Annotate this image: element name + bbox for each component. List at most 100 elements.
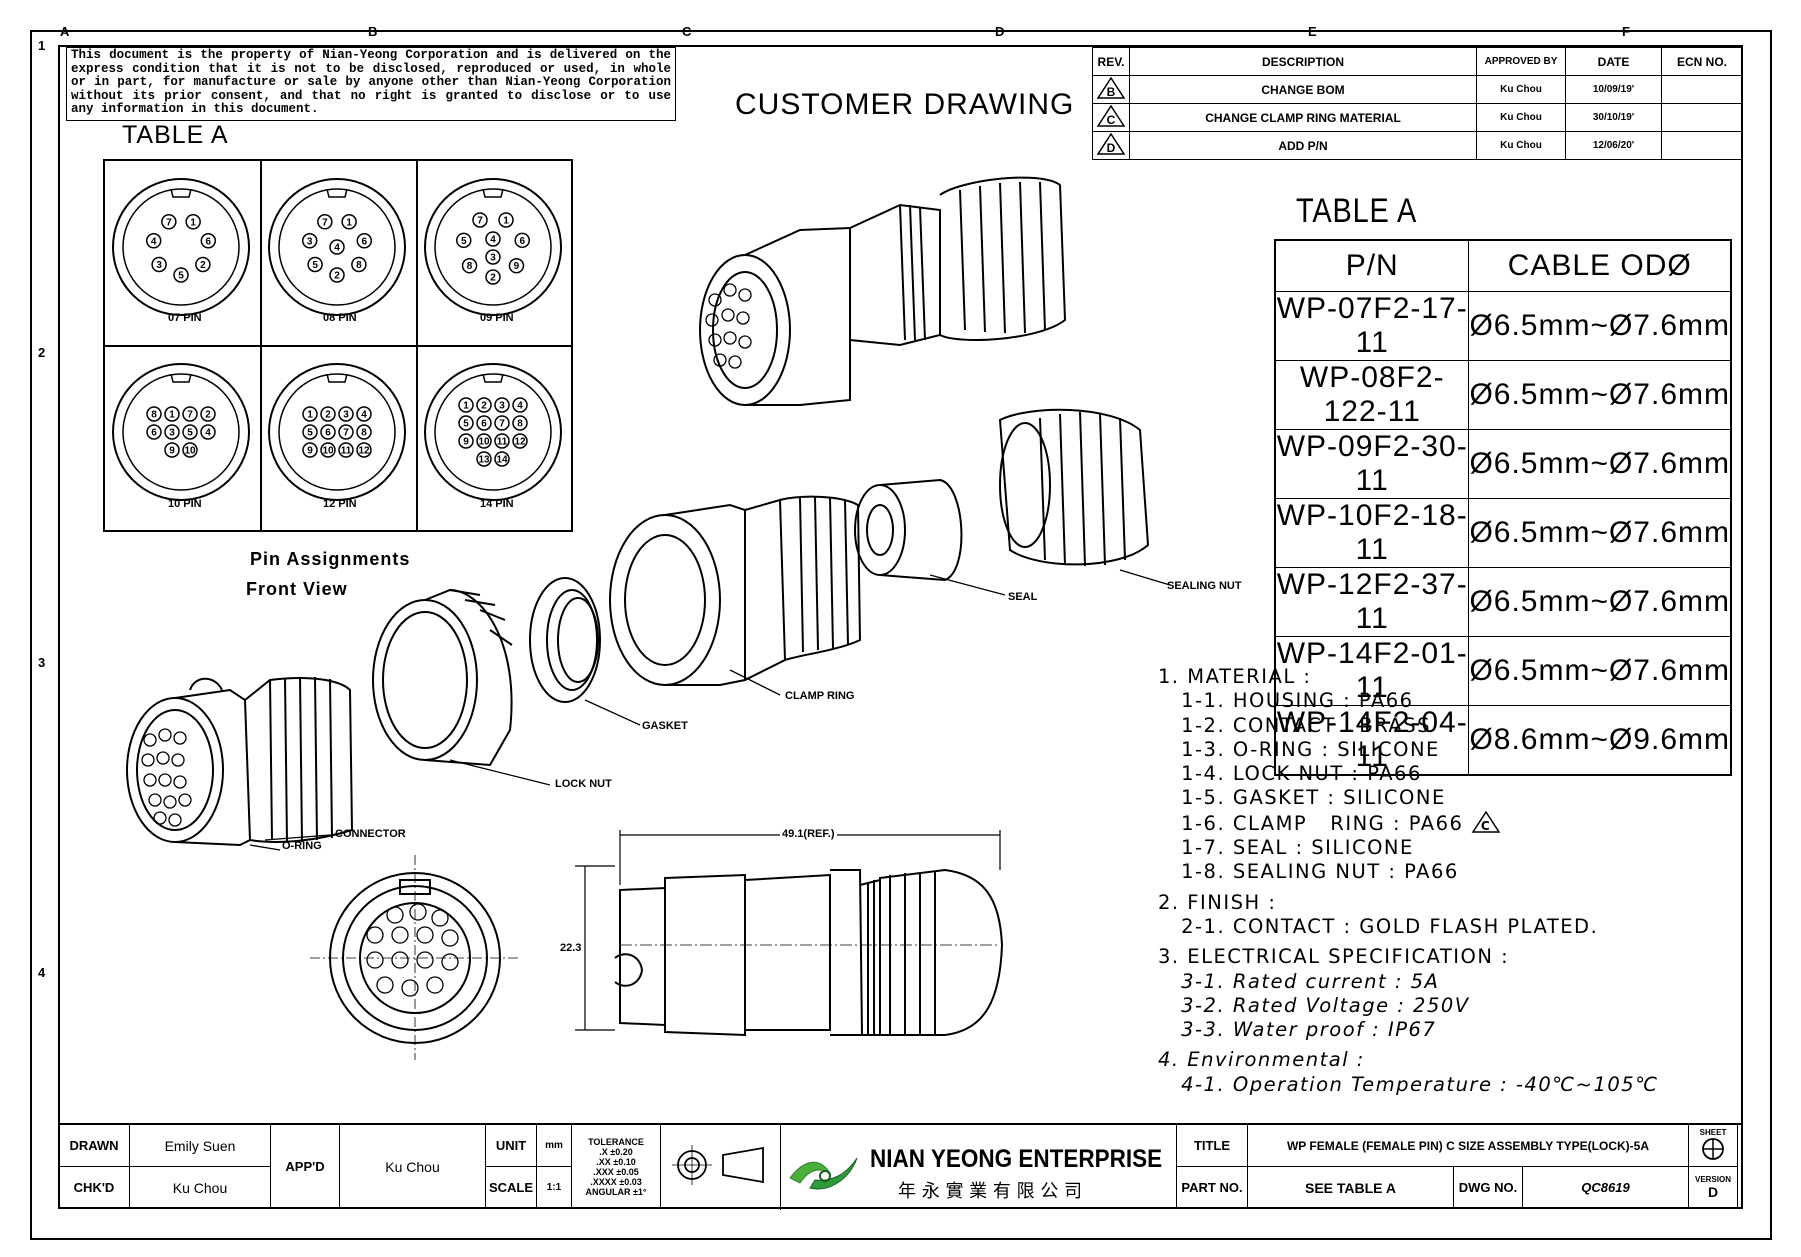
- pin-number: 9: [307, 446, 313, 457]
- pin-number: 1: [463, 401, 469, 412]
- pin-circle: [498, 212, 514, 228]
- pin-circle: [164, 424, 180, 440]
- company-name-en: NIAN YEONG ENTERPRISE: [870, 1145, 1163, 1173]
- rev-header-description: DESCRIPTION: [1129, 47, 1477, 76]
- pin-number: 4: [205, 428, 211, 439]
- note-line: 2-1. CONTACT : GOLD FLASH PLATED.: [1158, 914, 1599, 938]
- pin-label-07: 07 PIN: [168, 312, 202, 324]
- note-line: 4-1. Operation Temperature : -40℃~105℃: [1158, 1072, 1659, 1096]
- pin-number: 1: [503, 215, 509, 226]
- pin-number: 13: [478, 455, 490, 466]
- pin-circle: [356, 442, 372, 458]
- pin-circle: [338, 406, 354, 422]
- pin-number: 9: [169, 446, 175, 457]
- label-lock-nut: LOCK NUT: [555, 778, 612, 790]
- pin-face-outer: [112, 178, 250, 316]
- pin-number: 2: [200, 260, 206, 271]
- pin-number: 4: [151, 236, 157, 247]
- pin-circle: [356, 406, 372, 422]
- pin-number: 7: [187, 410, 193, 421]
- title-block-left: DRAWN Emily Suen APP'D Ku Chou UNIT mm T…: [58, 1124, 661, 1209]
- table-a-od: Ø6.5mm~Ø7.6mm: [1468, 360, 1732, 430]
- rev-letter: B: [1107, 85, 1116, 99]
- note-line: 3-2. Rated Voltage : 250V: [1158, 993, 1470, 1017]
- dwgno-value: QC8619: [1522, 1166, 1689, 1209]
- pin-circle: [338, 424, 354, 440]
- assembled-pins: [705, 283, 752, 369]
- pin-number: 5: [307, 428, 313, 439]
- label-seal: SEAL: [1008, 591, 1038, 603]
- pin-label-12: 12 PIN: [323, 498, 357, 510]
- pin-number: 7: [322, 217, 328, 228]
- version-label: VERSION: [1694, 1175, 1731, 1184]
- pin-circle: [146, 424, 162, 440]
- pin-circle: [461, 257, 478, 274]
- pin-face-key: [482, 188, 504, 198]
- label-sealing-nut: SEALING NUT: [1167, 580, 1242, 592]
- rev-d-description: ADD P/N: [1129, 131, 1477, 160]
- pin-number: 6: [362, 236, 368, 247]
- pin-number: 6: [325, 428, 331, 439]
- rev-triangle-icon: C: [1096, 104, 1126, 127]
- pin-circle: [485, 269, 501, 285]
- pin-number: 1: [346, 217, 352, 228]
- note-line: 1-7. SEAL : SILICONE: [1158, 836, 1414, 860]
- rev-triangle-icon: D: [1096, 132, 1126, 155]
- pin-number: 1: [190, 217, 196, 228]
- zone-f: F: [1622, 24, 1630, 39]
- pin-caption-1: Pin Assignments: [250, 549, 411, 569]
- pin-number: 2: [481, 401, 487, 412]
- pin-circle: [356, 233, 373, 249]
- front-view-drawing: [310, 855, 520, 1060]
- zone-e: E: [1308, 24, 1317, 39]
- pin-number: 10: [478, 437, 490, 448]
- dwgno-label: DWG NO.: [1453, 1166, 1523, 1209]
- pin-circle: [301, 233, 318, 249]
- pin-circle: [302, 424, 318, 440]
- lock-nut-drawing: [372, 588, 513, 767]
- table-a-od: Ø8.6mm~Ø9.6mm: [1468, 705, 1732, 776]
- rev-header-date: DATE: [1565, 47, 1662, 76]
- pin-circle: [476, 415, 492, 431]
- rev-b-approved: Ku Chou: [1476, 75, 1566, 104]
- table-a-od: Ø6.5mm~Ø7.6mm: [1468, 636, 1732, 706]
- rev-triangle-icon: B: [1096, 76, 1126, 99]
- pin-circle: [161, 214, 177, 230]
- pin-circle: [320, 406, 336, 422]
- tolerance-cell: TOLERANCE .X ±0.20 .XX ±0.10 .XXX ±0.05 …: [571, 1124, 661, 1209]
- pin-number: 5: [463, 419, 469, 430]
- pin-face-outer: [268, 178, 406, 316]
- pin-circle: [182, 406, 198, 422]
- pin-circle: [320, 442, 336, 458]
- zone-c: C: [682, 24, 692, 39]
- pin-circle: [458, 433, 474, 449]
- pin-number: 4: [361, 410, 367, 421]
- table-a-pn: WP-08F2-122-11: [1274, 360, 1470, 430]
- pin-circle: [514, 232, 530, 249]
- pin-label-10: 10 PIN: [168, 498, 202, 510]
- disclaimer-box: This document is the property of Nian-Ye…: [66, 47, 676, 121]
- pin-face-key: [170, 373, 192, 383]
- pin-number: 1: [307, 410, 313, 421]
- rev-header-approved: APPROVED BY: [1476, 47, 1566, 76]
- pin-circle: [341, 214, 357, 230]
- pin-number: 5: [178, 271, 184, 282]
- pin-circle: [302, 442, 318, 458]
- pin-face-inner: [278, 188, 396, 306]
- table-a-od: Ø6.5mm~Ø7.6mm: [1468, 498, 1732, 568]
- pin-number: 5: [187, 428, 193, 439]
- zone-3: 3: [38, 655, 46, 670]
- pin-circle: [329, 239, 345, 255]
- pin-number: 12: [358, 446, 370, 457]
- company-block: [780, 1124, 1177, 1210]
- rev-header-ecn: ECN NO.: [1661, 47, 1743, 76]
- rev-triangle-icon: C: [1471, 810, 1501, 833]
- tolerance-row: .XX ±0.10: [596, 1156, 636, 1167]
- pin-face-outer: [112, 363, 250, 501]
- tolerance-row: .X ±0.20: [599, 1146, 633, 1157]
- dimension-height: 22.3: [560, 942, 582, 954]
- pin-face-outer: [424, 363, 562, 501]
- unit-value: mm: [536, 1124, 572, 1167]
